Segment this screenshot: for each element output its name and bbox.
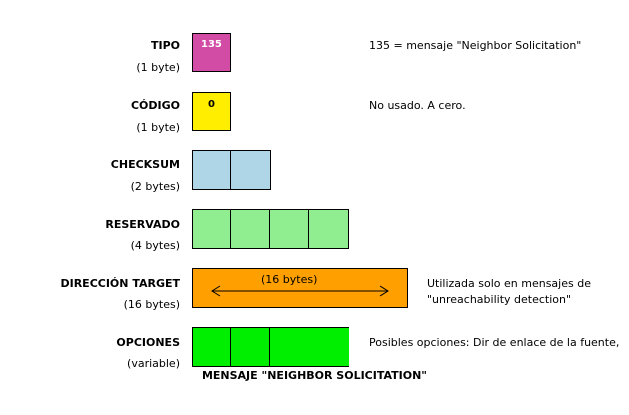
codigo-size: (1 byte) bbox=[136, 121, 180, 134]
checksum-size: (2 bytes) bbox=[130, 180, 180, 193]
direccion-target-description-line-2: "unreachability detection" bbox=[427, 293, 572, 306]
reservado-byte-divider-1 bbox=[230, 209, 232, 249]
tipo-size: (1 byte) bbox=[136, 61, 180, 74]
tipo-description: 135 = mensaje "Neighbor Solicitation" bbox=[369, 39, 582, 52]
tipo-field-box bbox=[192, 33, 231, 72]
codigo-value: 0 bbox=[208, 99, 215, 110]
reservado-byte-divider-2 bbox=[269, 209, 271, 249]
opciones-label: OPCIONES bbox=[116, 336, 180, 349]
double-arrow-icon bbox=[211, 285, 389, 297]
reservado-byte-divider-3 bbox=[308, 209, 310, 249]
diagram-caption: MENSAJE "NEIGHBOR SOLICITATION" bbox=[201, 369, 428, 382]
direccion-target-field-box bbox=[192, 268, 408, 308]
opciones-description: Posibles opciones: Dir de enlace de la f… bbox=[369, 336, 620, 349]
codigo-field-box bbox=[192, 92, 231, 131]
reservado-label: RESERVADO bbox=[105, 218, 180, 231]
opciones-field-box bbox=[192, 327, 349, 367]
tipo-value: 135 bbox=[201, 39, 222, 50]
direccion-target-description-line-1: Utilizada solo en mensajes de bbox=[427, 277, 591, 290]
reservado-field-box bbox=[192, 209, 349, 249]
opciones-size: (variable) bbox=[127, 357, 180, 370]
codigo-label: CÓDIGO bbox=[130, 99, 180, 112]
checksum-label: CHECKSUM bbox=[110, 158, 180, 171]
opciones-byte-divider-2 bbox=[269, 327, 271, 367]
codigo-description: No usado. A cero. bbox=[369, 99, 466, 112]
opciones-byte-divider-1 bbox=[230, 327, 232, 367]
direccion-target-box-label: (16 bytes) bbox=[261, 273, 318, 286]
direccion-target-label: DIRECCIÓN TARGET bbox=[60, 277, 180, 290]
checksum-field-box bbox=[192, 150, 271, 190]
reservado-size: (4 bytes) bbox=[130, 239, 180, 252]
checksum-byte-divider bbox=[230, 150, 232, 190]
tipo-label: TIPO bbox=[150, 39, 180, 52]
direccion-target-size: (16 bytes) bbox=[123, 298, 180, 311]
